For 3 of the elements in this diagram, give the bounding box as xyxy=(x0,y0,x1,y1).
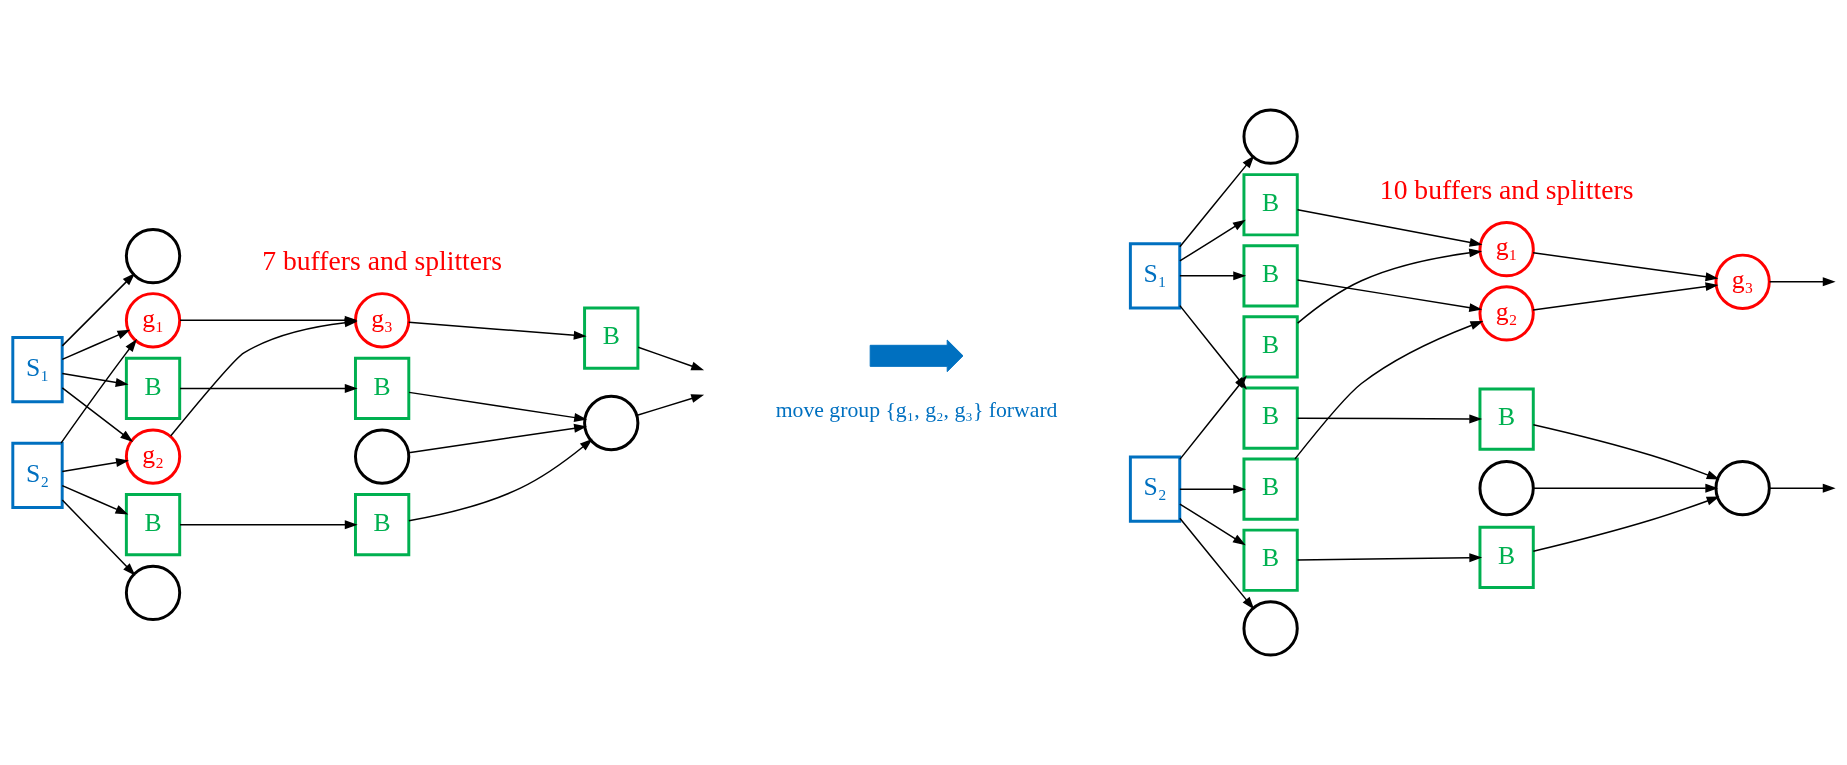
label: 7 buffers and splitters xyxy=(262,244,503,276)
label: 10 buffers and splitters xyxy=(1379,173,1634,205)
label: move group {g₁, g₂, g₃} forward xyxy=(775,397,1058,422)
